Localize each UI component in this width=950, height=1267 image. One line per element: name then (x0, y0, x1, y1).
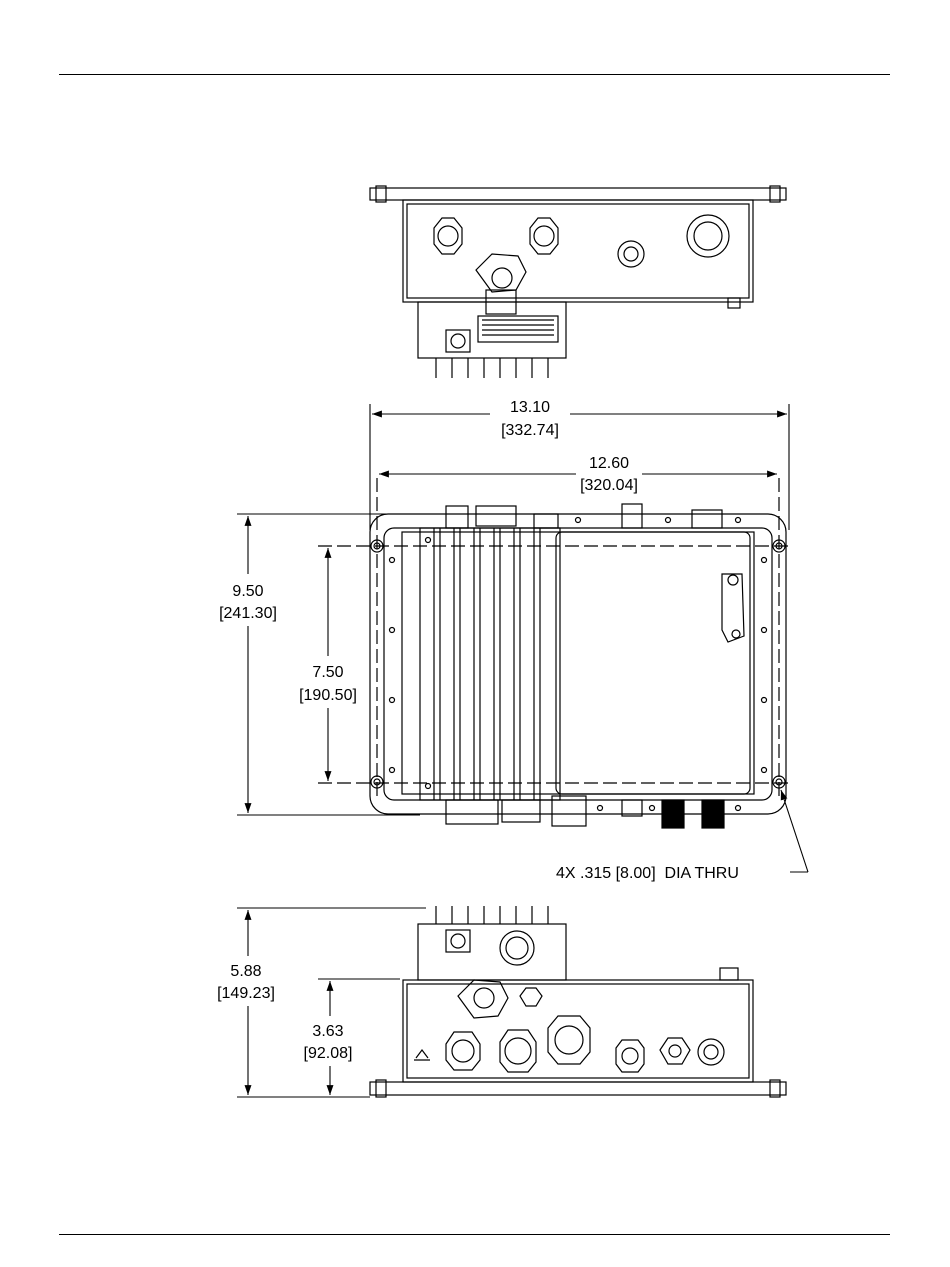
overall-width-metric: [332.74] (501, 422, 559, 439)
mount-depth-metric: [190.50] (299, 687, 357, 704)
plan-view (318, 478, 788, 828)
front-view-connectors (434, 215, 729, 267)
round-connector-icon (698, 1039, 724, 1065)
hex-connector-icon (660, 1038, 690, 1064)
body-height-value: 3.63 (312, 1023, 343, 1040)
plan-view-screws (390, 518, 767, 811)
rear-view-heatsink (418, 924, 566, 980)
mount-depth-value: 7.50 (312, 664, 343, 681)
hex-connector-icon (520, 988, 542, 1006)
overall-height-metric: [149.23] (217, 985, 275, 1002)
front-view (370, 186, 786, 378)
round-connector-icon (500, 931, 534, 965)
overall-width-value: 13.10 (510, 399, 550, 416)
rear-view-fins (436, 906, 548, 924)
overall-height-value: 5.88 (230, 963, 261, 980)
rear-view-mounting-flange (370, 1082, 786, 1095)
dimension-labels: 13.10 [332.74] 12.60 [320.04] 9.50 [241.… (217, 399, 739, 1062)
hex-connector-icon (548, 1016, 590, 1064)
round-connector-icon (687, 215, 729, 257)
plan-view-heatsink-fins (434, 528, 540, 800)
front-view-housing (403, 200, 753, 302)
overall-depth-metric: [241.30] (219, 605, 277, 622)
pressure-vent (476, 254, 526, 292)
plan-view-cover (556, 532, 750, 794)
rear-view-housing (403, 980, 753, 1082)
pressure-vent (458, 980, 508, 1018)
rear-view-connectors (446, 931, 724, 1072)
round-connector-icon (446, 1032, 480, 1070)
plan-view-outline (370, 514, 786, 814)
hole-callout: 4X .315 [8.00] DIA THRU (556, 865, 739, 882)
hex-connector-icon (616, 1040, 644, 1072)
overall-depth-value: 9.50 (232, 583, 263, 600)
front-view-fins (436, 358, 548, 378)
rear-view (370, 906, 786, 1097)
front-view-mounting-flange (370, 188, 786, 200)
mount-width-value: 12.60 (589, 455, 629, 472)
mount-width-metric: [320.04] (580, 477, 638, 494)
body-height-metric: [92.08] (304, 1045, 353, 1062)
mounting-hole-icon (371, 540, 785, 788)
hex-connector-icon (530, 218, 558, 254)
hex-connector-icon (618, 241, 644, 267)
round-connector-icon (500, 1030, 536, 1072)
hex-connector-icon (434, 218, 462, 254)
